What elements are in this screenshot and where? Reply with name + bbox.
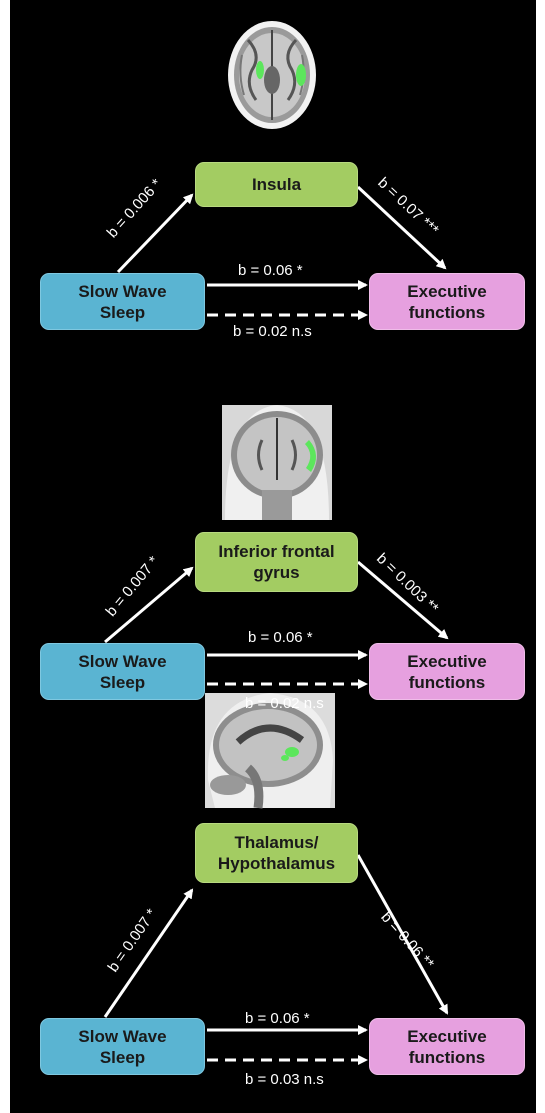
predictor-label: Slow Wave Sleep (78, 281, 167, 322)
indirect-path-label: b = 0.02 n.s (233, 323, 312, 340)
ifg-highlight (305, 440, 317, 472)
mediator-label: Thalamus/ Hypothalamus (217, 833, 336, 873)
mediator-label: Insula (251, 175, 302, 194)
predictor-label: Slow Wave Sleep (78, 651, 167, 692)
path-b-arrow (356, 854, 449, 1015)
mediator-box-thalamus: Thalamus/ Hypothalamus (195, 823, 358, 883)
mediator-box-ifg: Inferior frontal gyrus (195, 532, 358, 592)
direct-path-label: b = 0.06 * (238, 262, 303, 279)
insula-highlight-left (256, 61, 264, 79)
axial-brain-image (228, 21, 316, 129)
mediator-box-insula: Insula (195, 162, 358, 207)
direct-path-label: b = 0.06 * (248, 629, 313, 646)
predictor-label: Slow Wave Sleep (78, 1026, 167, 1067)
path-b-arrow (356, 185, 447, 270)
path-a-arrow (104, 566, 194, 644)
direct-path-label: b = 0.06 * (245, 1010, 310, 1027)
coronal-brain-image (222, 405, 332, 520)
outcome-label: Executive functions (407, 651, 487, 692)
thalamus-highlight (285, 747, 299, 757)
predictor-box: Slow Wave Sleep (40, 1018, 205, 1075)
outcome-box: Executive functions (369, 643, 525, 700)
outcome-box: Executive functions (369, 1018, 525, 1075)
path-a-arrow (103, 888, 194, 1018)
outcome-label: Executive functions (407, 281, 487, 322)
indirect-path-label: b = 0.03 n.s (245, 1071, 324, 1088)
predictor-box: Slow Wave Sleep (40, 643, 205, 700)
mediator-label: Inferior frontal gyrus (218, 542, 335, 582)
indirect-path-label: b = 0.02 n.s (245, 695, 324, 712)
sagittal-brain-image (205, 693, 335, 809)
predictor-box: Slow Wave Sleep (40, 273, 205, 330)
path-arrows (103, 185, 449, 1065)
outcome-label: Executive functions (407, 1026, 487, 1067)
outcome-box: Executive functions (369, 273, 525, 330)
path-a-arrow (116, 193, 194, 274)
insula-highlight-right (296, 64, 306, 86)
path-b-arrow (357, 560, 449, 640)
